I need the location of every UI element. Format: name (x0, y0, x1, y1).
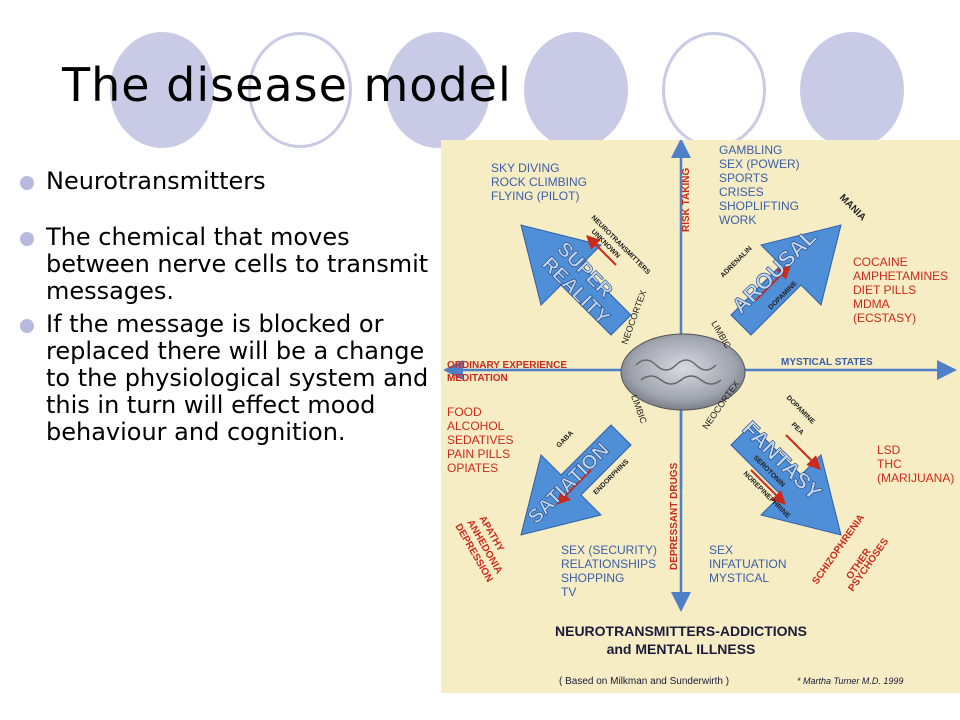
bottom-right-list-item: INFATUATION (709, 557, 787, 571)
bullet-text: Neurotransmitters (46, 167, 266, 195)
right-red-list-item: MDMA (853, 297, 890, 311)
bullet-icon (20, 176, 34, 190)
lower-right-red-list-item: LSD (877, 443, 901, 457)
nt-arousal-label: ADRENALIN (719, 245, 753, 279)
bullet-icon (20, 232, 34, 246)
bottom-right-list-item: MYSTICAL (709, 571, 769, 585)
top-left-list-item: ROCK CLIMBING (491, 175, 587, 189)
slide-title: The disease model (62, 58, 512, 112)
bullet-list: Neurotransmitters The chemical that move… (18, 168, 438, 446)
left-red-list-item: SEDATIVES (447, 433, 513, 447)
super-reality-arrow (520, 224, 632, 336)
bottom-left-list-item: RELATIONSHIPS (561, 557, 656, 571)
bullet-icon (20, 319, 34, 333)
nt-satiation-label: GABA (555, 430, 575, 450)
nt-fantasy-label-2: PEA (790, 421, 805, 436)
neurotransmitter-diagram: SKY DIVING ROCK CLIMBING FLYING (PILOT) … (441, 138, 960, 693)
footer-title-line2: and MENTAL ILLNESS (607, 641, 756, 657)
decor-circle-3 (386, 32, 490, 148)
top-right-list-item: WORK (719, 213, 756, 227)
ordinary-experience-label: ORDINARY EXPERIENCE (447, 360, 567, 371)
decor-circle-6 (800, 32, 904, 148)
top-left-list-item: FLYING (PILOT) (491, 189, 579, 203)
top-right-list-item: GAMBLING (719, 143, 782, 157)
footer-title-line1: NEUROTRANSMITTERS-ADDICTIONS (555, 623, 807, 639)
bullet-text: The chemical that moves between nerve ce… (46, 223, 429, 305)
bullet-text: If the message is blocked or replaced th… (46, 310, 429, 446)
left-red-list-item: ALCOHOL (447, 419, 505, 433)
bottom-left-list-item: SHOPPING (561, 571, 624, 585)
top-right-list-item: SEX (POWER) (719, 157, 800, 171)
right-red-list-item: COCAINE (853, 255, 908, 269)
credit: * Martha Turner M.D. 1999 (797, 676, 903, 686)
left-red-list-item: FOOD (447, 405, 482, 419)
depressant-drugs-label: DEPRESSANT DRUGS (669, 462, 680, 570)
bottom-left-list-item: TV (561, 585, 576, 599)
decor-circle-1 (110, 32, 214, 148)
satiation-arrow (520, 424, 632, 536)
lower-right-red-list-item: THC (877, 457, 902, 471)
decor-circle-4 (524, 32, 628, 148)
risk-taking-label: RISK TAKING (681, 168, 692, 232)
bullet-item: Neurotransmitters (18, 168, 438, 195)
meditation-label: MEDITATION (447, 373, 508, 384)
bottom-left-list-item: SEX (SECURITY) (561, 543, 657, 557)
mystical-states-label: MYSTICAL STATES (781, 357, 873, 368)
top-right-list-item: SPORTS (719, 171, 768, 185)
top-right-list-item: SHOPLIFTING (719, 199, 799, 213)
arousal-arrow (730, 224, 842, 336)
brain-image (620, 333, 746, 411)
bottom-right-list-item: SEX (709, 543, 733, 557)
left-red-list-item: PAIN PILLS (447, 447, 510, 461)
lower-right-red-list-item: (MARIJUANA) (877, 471, 954, 485)
footer-note: ( Based on Milkman and Sunderwirth ) (559, 676, 729, 687)
right-red-list-item: AMPHETAMINES (853, 269, 948, 283)
mania-label: MANIA (837, 192, 868, 223)
bullet-item: If the message is blocked or replaced th… (18, 311, 438, 446)
top-left-list-item: SKY DIVING (491, 161, 559, 175)
nt-fantasy-label: DOPAMINE (785, 394, 816, 425)
top-right-list-item: CRISES (719, 185, 764, 199)
left-red-list-item: OPIATES (447, 461, 498, 475)
right-red-list-item: (ECSTASY) (853, 311, 916, 325)
decor-circle-2 (248, 32, 352, 148)
decor-circle-5 (662, 32, 766, 148)
bullet-item: The chemical that moves between nerve ce… (18, 224, 438, 305)
right-red-list-item: DIET PILLS (853, 283, 916, 297)
